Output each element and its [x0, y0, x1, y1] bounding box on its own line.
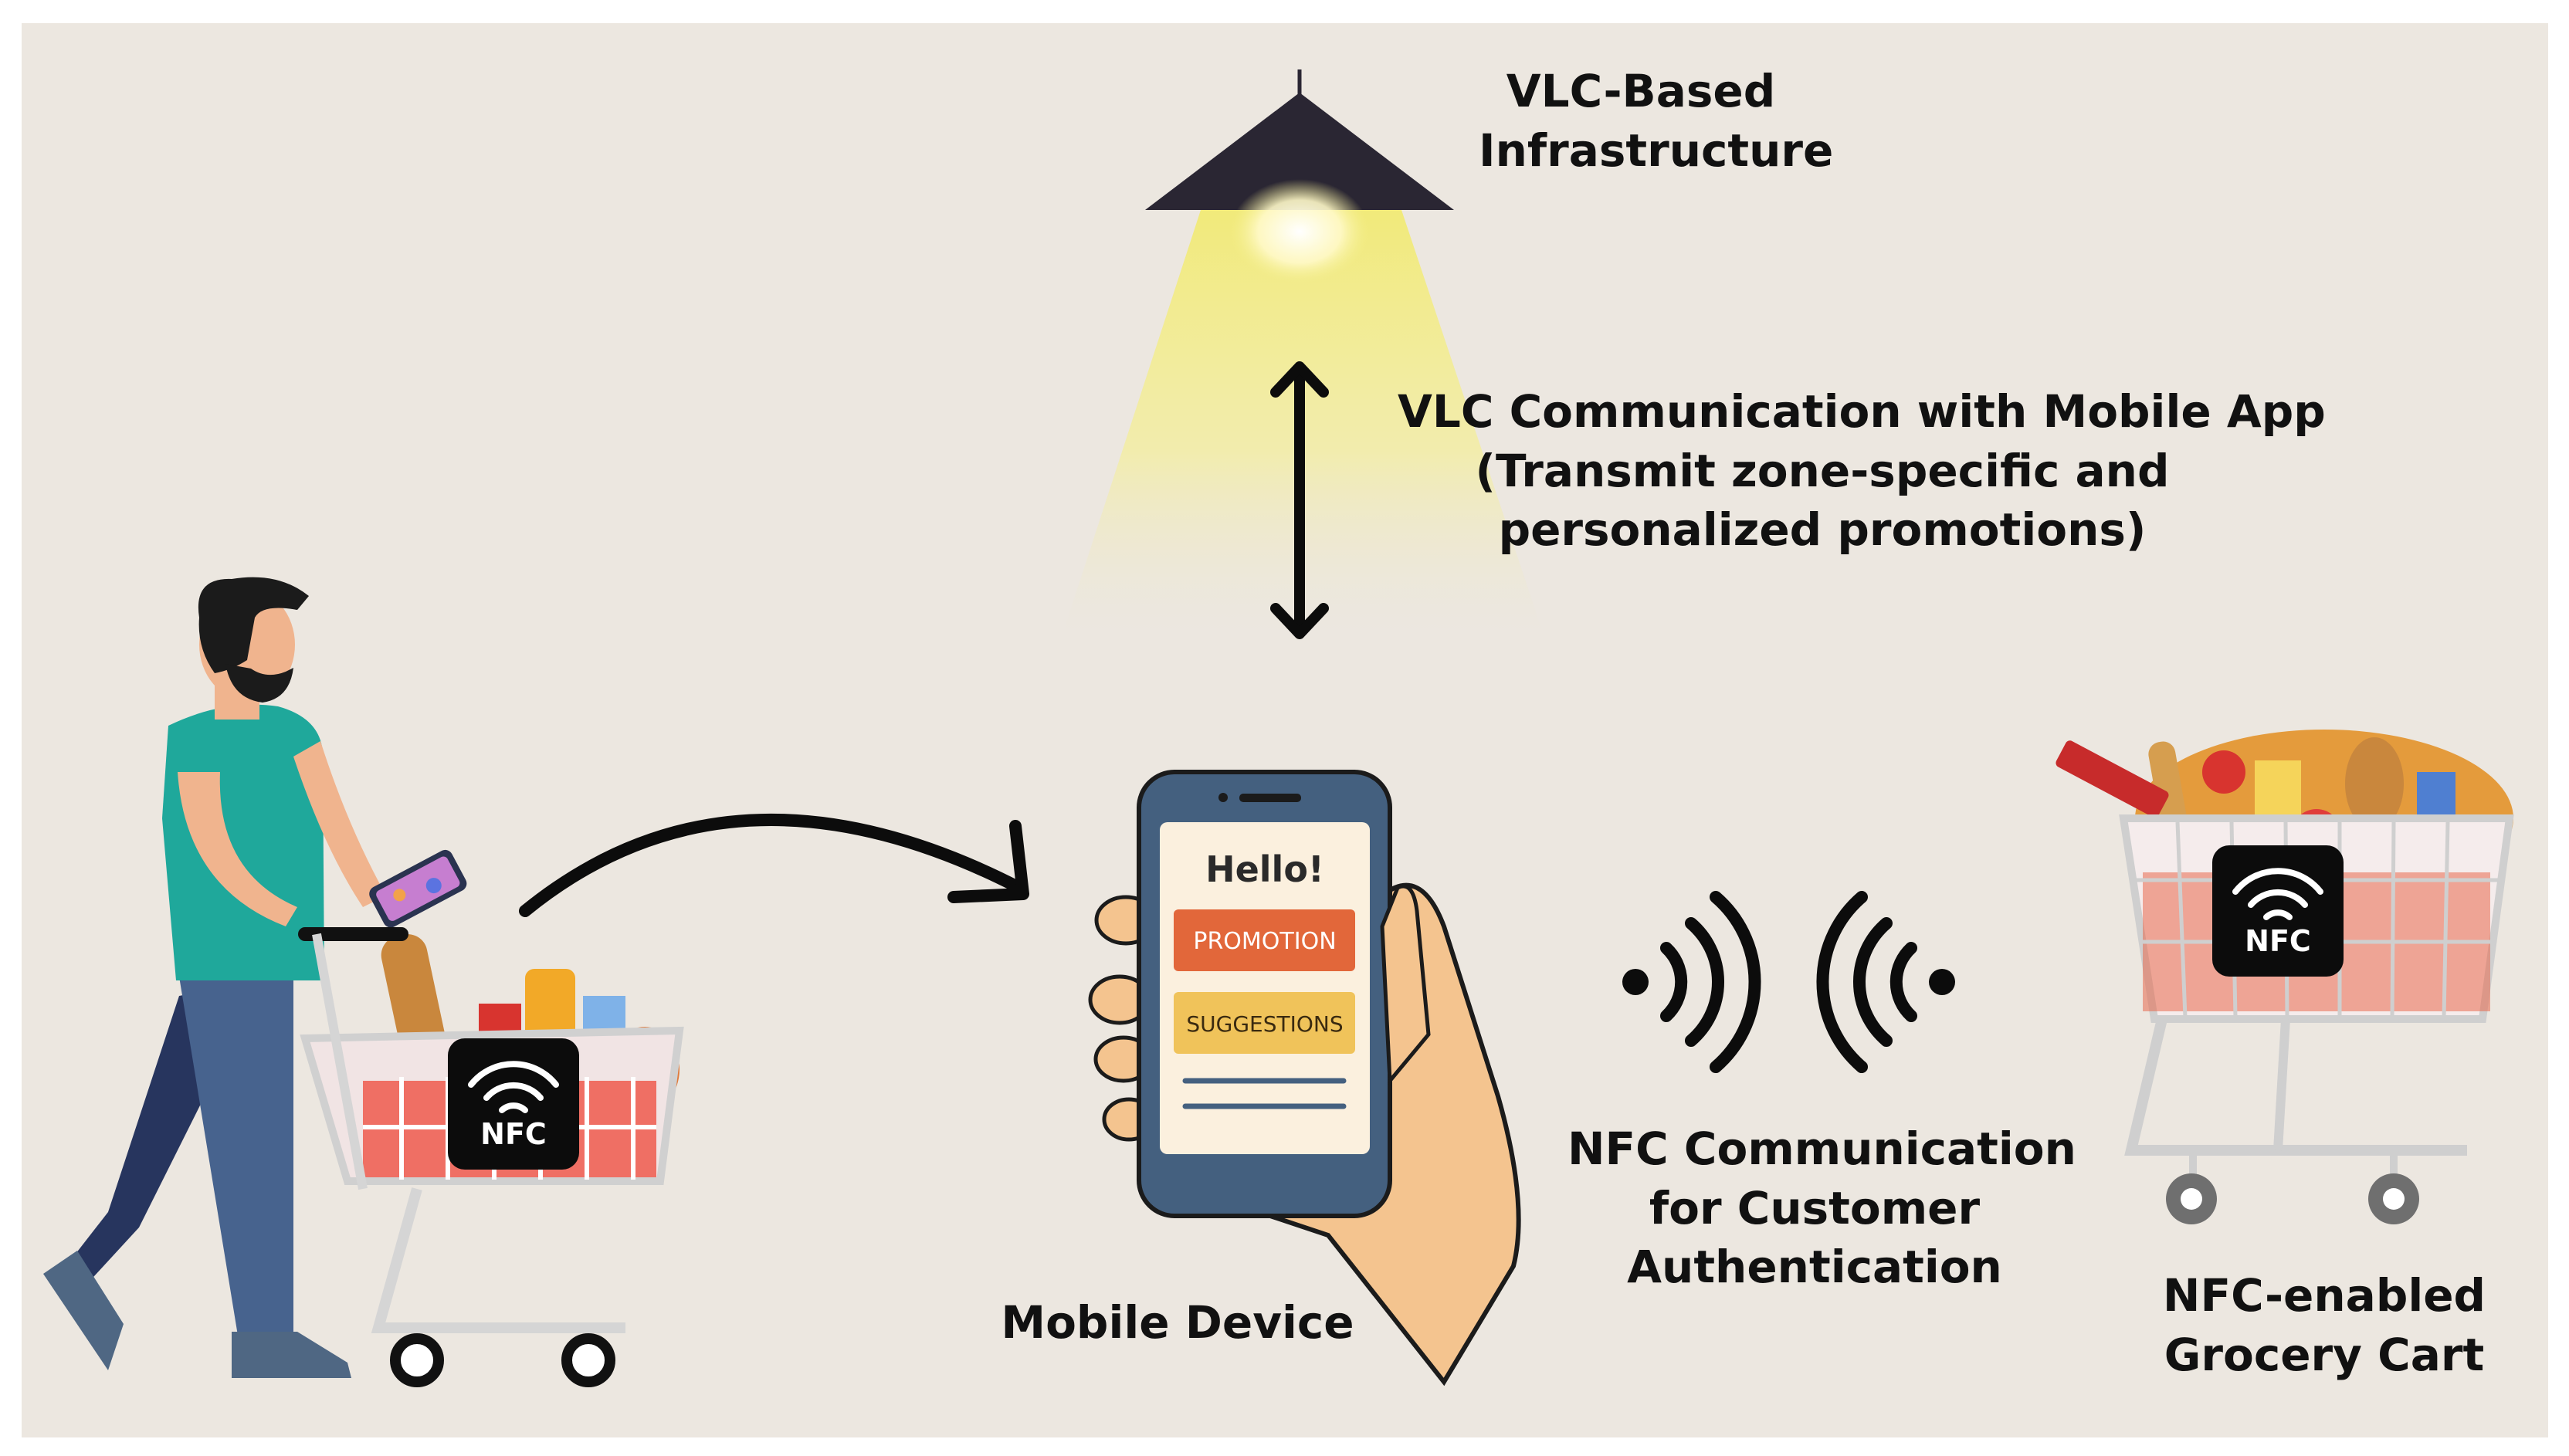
- double-arrow-icon: [1270, 361, 1329, 639]
- phone-greeting: Hello!: [1205, 848, 1324, 890]
- nfc-cart-label: NFC-enabled Grocery Cart: [2147, 1266, 2502, 1384]
- shopper-hair: [198, 577, 309, 673]
- phone-camera: [1218, 793, 1228, 802]
- phone-screen: [1160, 822, 1370, 1154]
- shopper-front-arm: [178, 772, 297, 926]
- suggestions-button: [1174, 992, 1355, 1054]
- curved-arrow-icon: [519, 814, 1029, 917]
- mobile-device-illustration: Hello! PROMOTION SUGGESTIONS: [1088, 770, 1521, 1387]
- shopper-back-arm: [293, 741, 386, 907]
- vlc-infrastructure-line-2: Infrastructure: [1479, 124, 1834, 177]
- vlc-communication-line-2: (Transmit zone-specific and: [1475, 444, 2170, 497]
- promotion-label: PROMOTION: [1193, 928, 1336, 955]
- nfc-tag-cart: NFC: [2212, 845, 2344, 977]
- nfc-communication-label: NFC Communication for Customer Authentic…: [1567, 1119, 2076, 1297]
- light-bulb: [1230, 179, 1369, 284]
- nfc-communication-line-2: for Customer: [1649, 1181, 1981, 1234]
- nfc-tag-cart-label: NFC: [2245, 924, 2311, 958]
- vlc-communication-line-1: VLC Communication with Mobile App: [1398, 385, 2326, 438]
- mobile-device-label: Mobile Device: [1001, 1296, 1354, 1349]
- shopper-phone: [369, 849, 467, 928]
- shopper-shirt: [162, 704, 324, 980]
- phone-speaker: [1239, 794, 1301, 802]
- shopper-front-shoe: [232, 1332, 351, 1378]
- vlc-infrastructure-label: VLC-Based Infrastructure: [1479, 62, 1834, 180]
- nfc-tag-shopper: NFC: [448, 1038, 579, 1170]
- nfc-signal-icon: [1622, 891, 1955, 1073]
- nfc-communication-line-1: NFC Communication: [1567, 1122, 2076, 1175]
- nfc-cart-line-2: Grocery Cart: [2164, 1328, 2485, 1381]
- nfc-communication-line-3: Authentication: [1627, 1241, 2002, 1294]
- vlc-infrastructure-line-1: VLC-Based: [1506, 65, 1776, 117]
- vlc-communication-line-3: personalized promotions): [1498, 503, 2147, 557]
- cart-frame: [371, 1187, 625, 1333]
- cart-wheel-right: [561, 1333, 615, 1387]
- shopper-figure: [43, 577, 467, 1378]
- suggestions-label: SUGGESTIONS: [1186, 1011, 1343, 1037]
- bread-item: [381, 934, 446, 1058]
- nfc-cart-frame: [2124, 1018, 2467, 1156]
- vlc-communication-label: VLC Communication with Mobile App (Trans…: [1398, 382, 2326, 560]
- hand-thumb: [1380, 884, 1431, 1086]
- nfc-cart-line-1: NFC-enabled: [2162, 1269, 2486, 1322]
- nfc-tag-shopper-label: NFC: [480, 1117, 547, 1151]
- promotion-button: [1174, 909, 1355, 971]
- cart-wheel-left: [390, 1333, 444, 1387]
- shopper-front-leg: [179, 977, 293, 1336]
- shopper-back-shoe: [43, 1251, 124, 1370]
- lamp-shade: [1145, 93, 1454, 210]
- shopper-beard: [225, 664, 293, 703]
